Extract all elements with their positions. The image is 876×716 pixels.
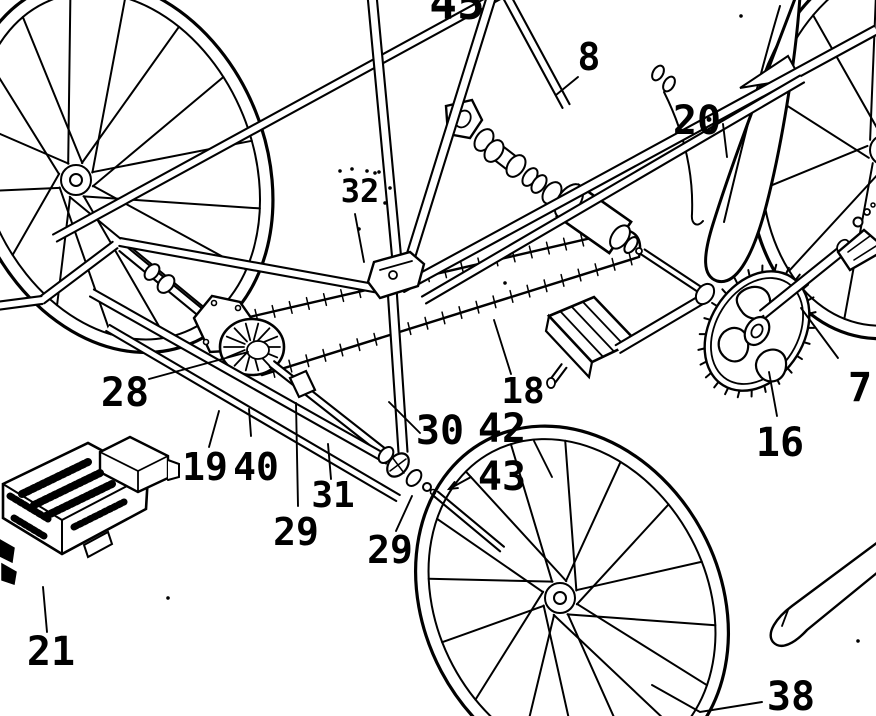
part-label-ref-40: 40 [233,445,279,489]
part-label-ref-42: 42 [477,406,527,452]
part-label-ref-7: 7 [847,365,873,411]
part-label-ref-29a: 29 [273,510,319,554]
frame-tubes [0,0,876,503]
part-label-ref-29b: 29 [367,528,413,572]
driveshaft-universal-joints [444,98,563,205]
part-label-ref-8: 8 [577,35,601,79]
part-label-ref-43: 43 [477,454,527,500]
part-label-ref-45: 45 [429,0,485,30]
part-label-ref-18: 18 [501,371,545,412]
leader-lines [42,76,839,713]
part-label-ref-16: 16 [755,420,805,466]
part-label-ref-38: 38 [766,674,816,716]
rear-left-wheel [0,0,275,355]
part-label-ref-20: 20 [672,98,722,144]
pedal-crank-chainring [544,202,876,399]
rear-bottom-wheel [414,424,730,716]
part-label-ref-21: 21 [26,629,76,675]
part-label-ref-19: 19 [182,445,228,489]
stray-dots [166,14,860,643]
part-label-ref-30: 30 [415,408,465,454]
differential-gearbox [118,243,388,456]
rear-stay-blade [769,541,876,647]
part-label-ref-31: 31 [311,475,355,516]
part-label-ref-28: 28 [100,370,150,416]
motor-unit [553,64,704,255]
part-label-ref-32: 32 [340,172,380,210]
battery-box [0,435,180,585]
